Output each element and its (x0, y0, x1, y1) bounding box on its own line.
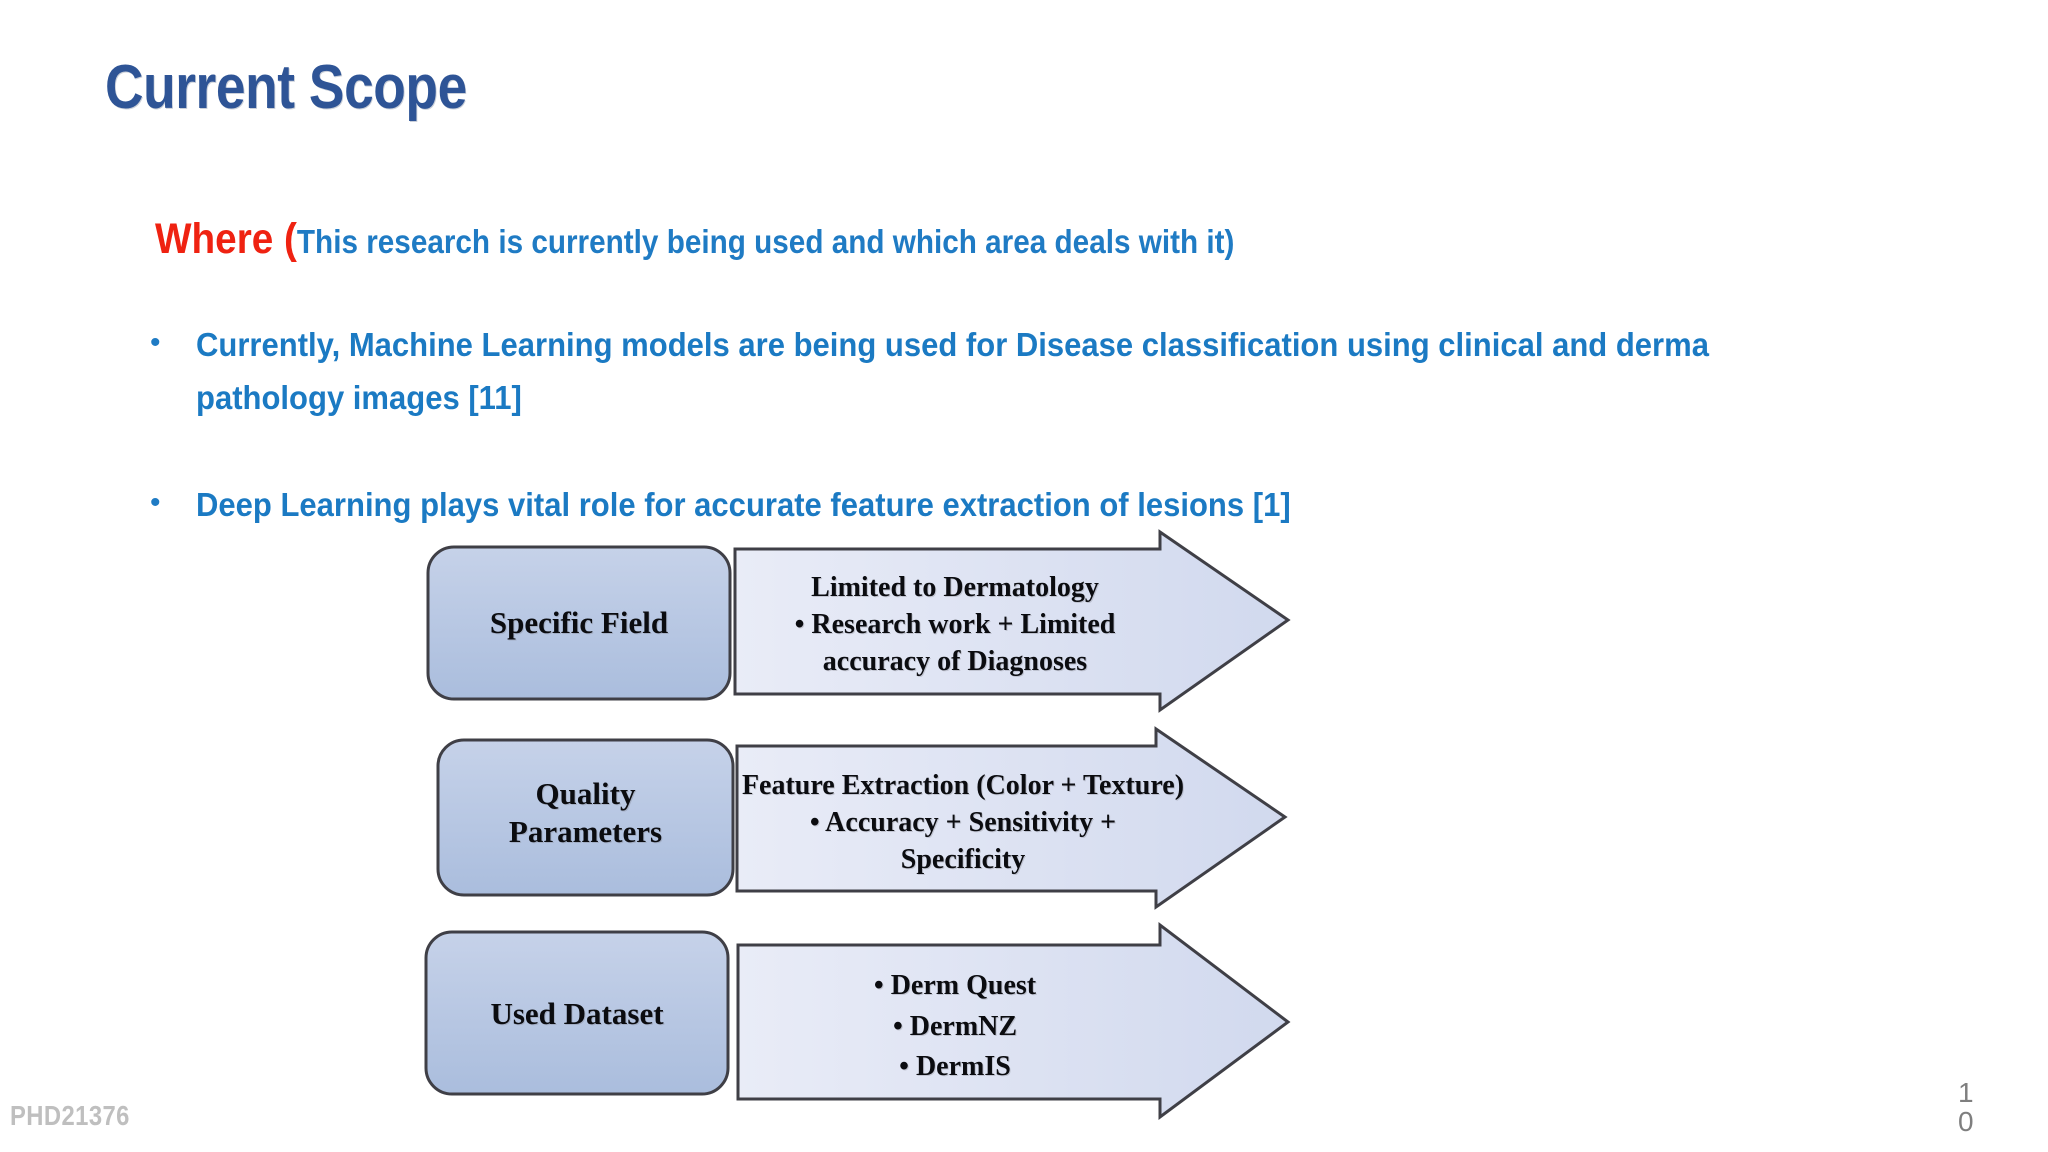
arrow-shape-row-2 (735, 726, 1288, 910)
bullet-marker-icon: • (150, 486, 161, 519)
arrow-text-row-2-line-2: • Accuracy + Sensitivity + (809, 806, 1117, 838)
arrow-text-row-1: Limited to Dermatology • Research work +… (740, 570, 1170, 681)
where-description: This research is currently being used an… (296, 223, 1235, 260)
arrow-text-row-1-line-1: Limited to Dermatology (811, 572, 1099, 603)
page-title: Current Scope (105, 53, 467, 122)
arrow-text-row-3-line-1: • Derm Quest (873, 970, 1037, 1001)
arrow-text-row-3: • Derm Quest • DermNZ • DermIS (740, 966, 1170, 1088)
arrow-text-row-2-line-1: Feature Extraction (Color + Texture) (741, 770, 1185, 801)
process-box-label-row-3: Used Dataset (490, 996, 664, 1031)
arrow-text-row-3-line-3: • DermIS (899, 1051, 1011, 1083)
arrow-text-row-2-line-3: Specificity (900, 843, 1026, 875)
bullet-text-1: Currently, Machine Learning models are b… (196, 326, 1709, 417)
where-keyword: Where ( (155, 215, 297, 263)
process-box-label-row-2-line-2: Parameters (508, 814, 663, 850)
arrow-text-row-3-line-2: • DermNZ (892, 1010, 1018, 1042)
arrow-text-row-1-line-3: accuracy of Diagnoses (822, 645, 1088, 677)
process-box-label-row-1: Specific Field (489, 605, 669, 640)
arrow-text-row-1-line-2: • Research work + Limited (794, 608, 1116, 640)
arrow-shape-row-1 (733, 529, 1291, 713)
bullet-marker-icon: • (150, 326, 161, 359)
process-box-label-row-2-line-1: Quality (535, 776, 636, 811)
watermark-label: PHD21376 (10, 1100, 130, 1131)
arrow-text-row-2: Feature Extraction (Color + Texture) • A… (733, 768, 1193, 879)
process-box-row-3 (424, 930, 730, 1096)
bullet-item-2: • Deep Learning plays vital role for acc… (150, 478, 1950, 531)
bullet-item-1: • Currently, Machine Learning models are… (150, 318, 1950, 425)
process-box-row-1 (426, 545, 732, 701)
arrow-shape-row-3 (736, 921, 1291, 1120)
where-line: Where (This research is currently being … (155, 215, 1234, 264)
process-box-label-row-2: Quality Parameters (438, 775, 733, 852)
bullet-text-2: Deep Learning plays vital role for accur… (196, 486, 1291, 523)
page-number: 10 (1958, 1077, 1974, 1138)
process-box-row-2 (436, 738, 735, 897)
